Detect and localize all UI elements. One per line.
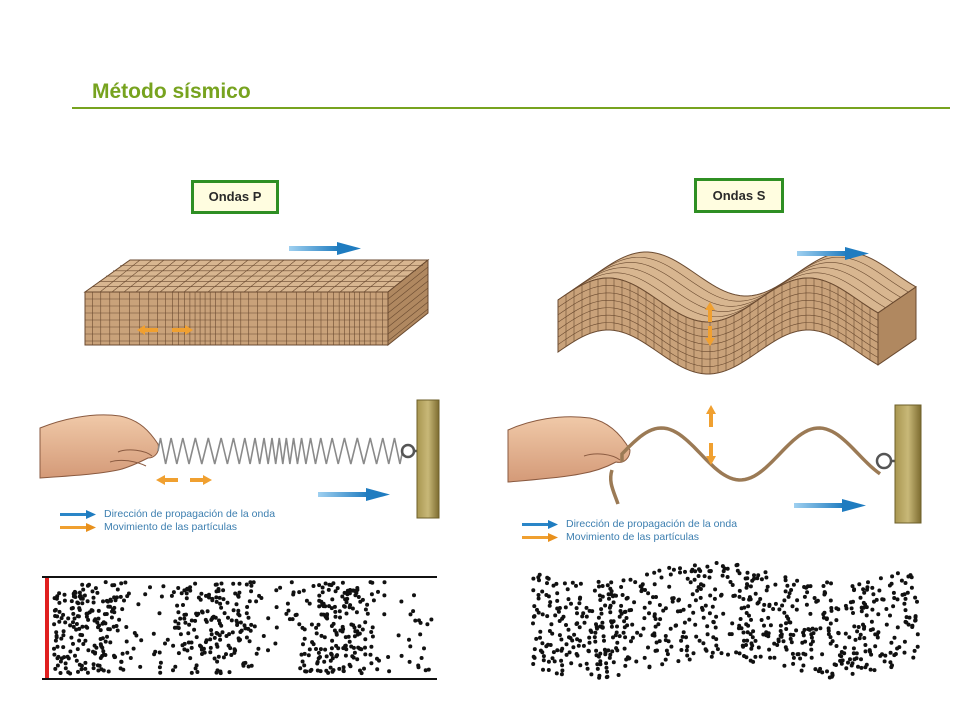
s-waves-label: Ondas S — [694, 178, 784, 213]
propagation-arrow-icon — [318, 488, 390, 501]
hand-icon — [39, 414, 159, 479]
particle-arrow-icon — [137, 325, 193, 335]
s-wave-block — [557, 251, 917, 375]
rope-icon — [608, 426, 897, 505]
legend-propagation: Dirección de propagación de la onda — [522, 518, 737, 531]
propagation-arrow-icon — [289, 242, 361, 255]
p-wave-block — [83, 258, 430, 347]
legend-propagation-text: Dirección de propagación de la onda — [566, 518, 738, 530]
page-title: Método sísmico — [92, 80, 251, 103]
p-waves-label: Ondas P — [191, 180, 279, 214]
s-wave-particle-field — [531, 561, 920, 680]
particle-arrow-icon — [706, 405, 716, 465]
legend-propagation-text: Dirección de propagación de la onda — [104, 508, 276, 520]
legend-propagation: Dirección de propagación de la onda — [60, 508, 275, 521]
p-waves-legend: Dirección de propagación de la onda Movi… — [60, 508, 275, 534]
propagation-arrow-icon — [522, 520, 558, 529]
propagation-arrow-icon — [794, 499, 866, 512]
wall-post-icon — [416, 399, 440, 519]
spring-icon — [157, 437, 420, 465]
p-wave-particle-field — [42, 576, 437, 680]
particle-arrow-icon — [156, 475, 212, 485]
title-divider — [72, 107, 950, 109]
legend-particles: Movimiento de las partículas — [60, 521, 275, 534]
particle-arrow-icon — [60, 523, 96, 532]
hand-icon — [507, 416, 631, 483]
legend-particles-text: Movimiento de las partículas — [566, 531, 700, 543]
legend-particles-text: Movimiento de las partículas — [104, 521, 238, 533]
particle-arrow-icon — [522, 533, 558, 542]
particle-arrow-icon — [705, 302, 715, 346]
s-waves-legend: Dirección de propagación de la onda Movi… — [522, 518, 737, 544]
wall-post-icon — [894, 404, 922, 524]
propagation-arrow-icon — [60, 510, 96, 519]
legend-particles: Movimiento de las partículas — [522, 531, 737, 544]
propagation-arrow-icon — [797, 247, 869, 260]
